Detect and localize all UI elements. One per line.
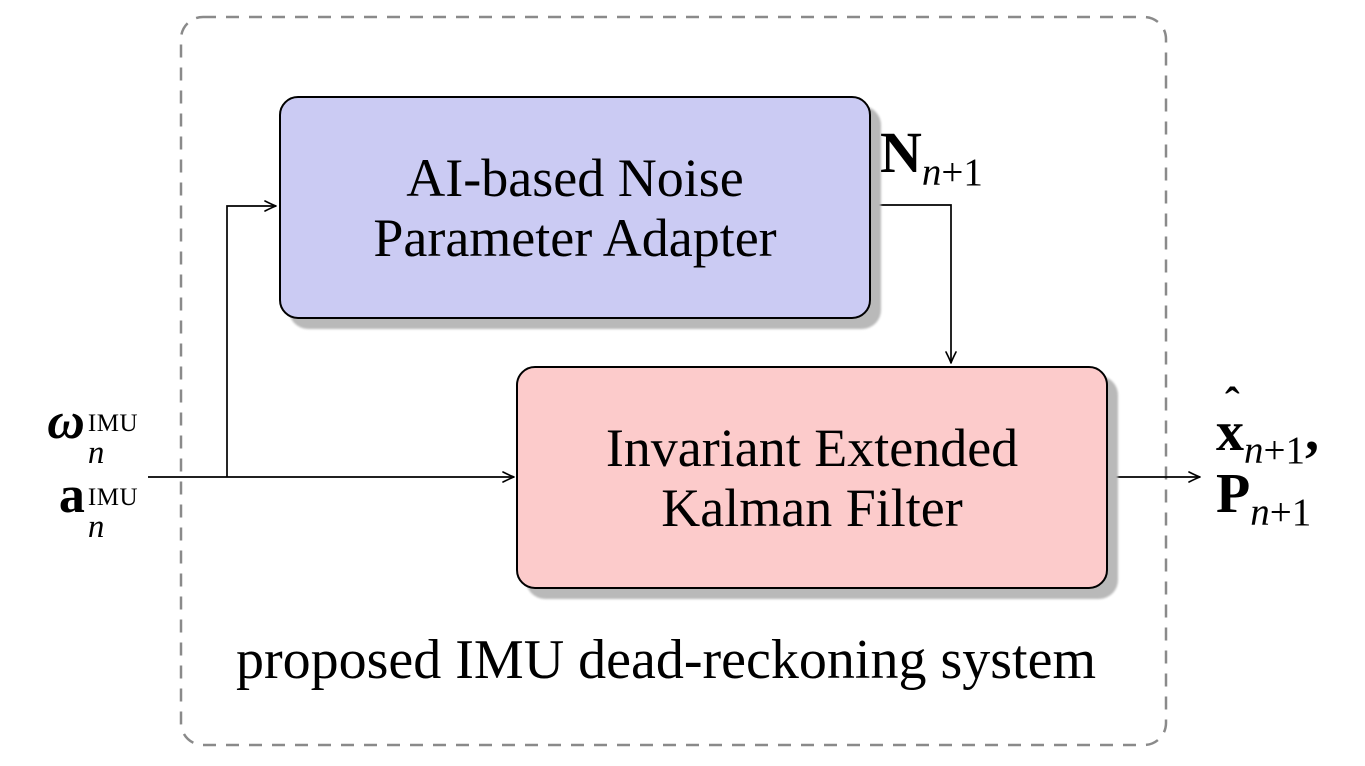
state-symbol: x bbox=[1216, 401, 1244, 463]
omega-subscript: n bbox=[87, 434, 105, 471]
noise-symbol: N bbox=[880, 120, 922, 185]
noise-subscript-rest: +1 bbox=[941, 151, 983, 194]
iekf-block-label-line1: Invariant Extended bbox=[605, 417, 1019, 478]
adapter-block: AI-based Noise Parameter Adapter bbox=[279, 96, 871, 319]
state-comma: , bbox=[1305, 401, 1319, 463]
state-subscript-rest: +1 bbox=[1263, 429, 1306, 472]
system-boundary-box bbox=[179, 15, 1168, 747]
covariance-subscript-rest: +1 bbox=[1269, 491, 1312, 534]
covariance-label: Pn+1 bbox=[1216, 466, 1319, 534]
arrow-adapter-to-iekf bbox=[868, 204, 957, 364]
hat-accent: ˆ bbox=[1225, 379, 1240, 428]
covariance-subscript-var: n bbox=[1250, 491, 1270, 534]
accel-symbol: a bbox=[58, 467, 85, 524]
arrow-input-to-adapter bbox=[226, 200, 277, 477]
accel-superscript: IMU bbox=[87, 483, 138, 511]
iekf-block: Invariant Extended Kalman Filter bbox=[516, 366, 1108, 589]
omega-symbol: ω bbox=[47, 393, 85, 450]
noise-subscript-var: n bbox=[921, 151, 942, 194]
omega-superscript: IMU bbox=[87, 409, 138, 437]
system-caption: proposed IMU dead-reckoning system bbox=[235, 629, 1096, 691]
adapter-block-label-line2: Parameter Adapter bbox=[373, 207, 777, 268]
adapter-block-label-line1: AI-based Noise bbox=[406, 147, 744, 208]
accel-subscript: n bbox=[87, 508, 105, 545]
covariance-symbol: P bbox=[1216, 463, 1251, 525]
state-subscript-var: n bbox=[1244, 429, 1264, 472]
iekf-block-label-line2: Kalman Filter bbox=[661, 477, 963, 538]
noise-params-label: Nn+1 bbox=[880, 124, 983, 194]
